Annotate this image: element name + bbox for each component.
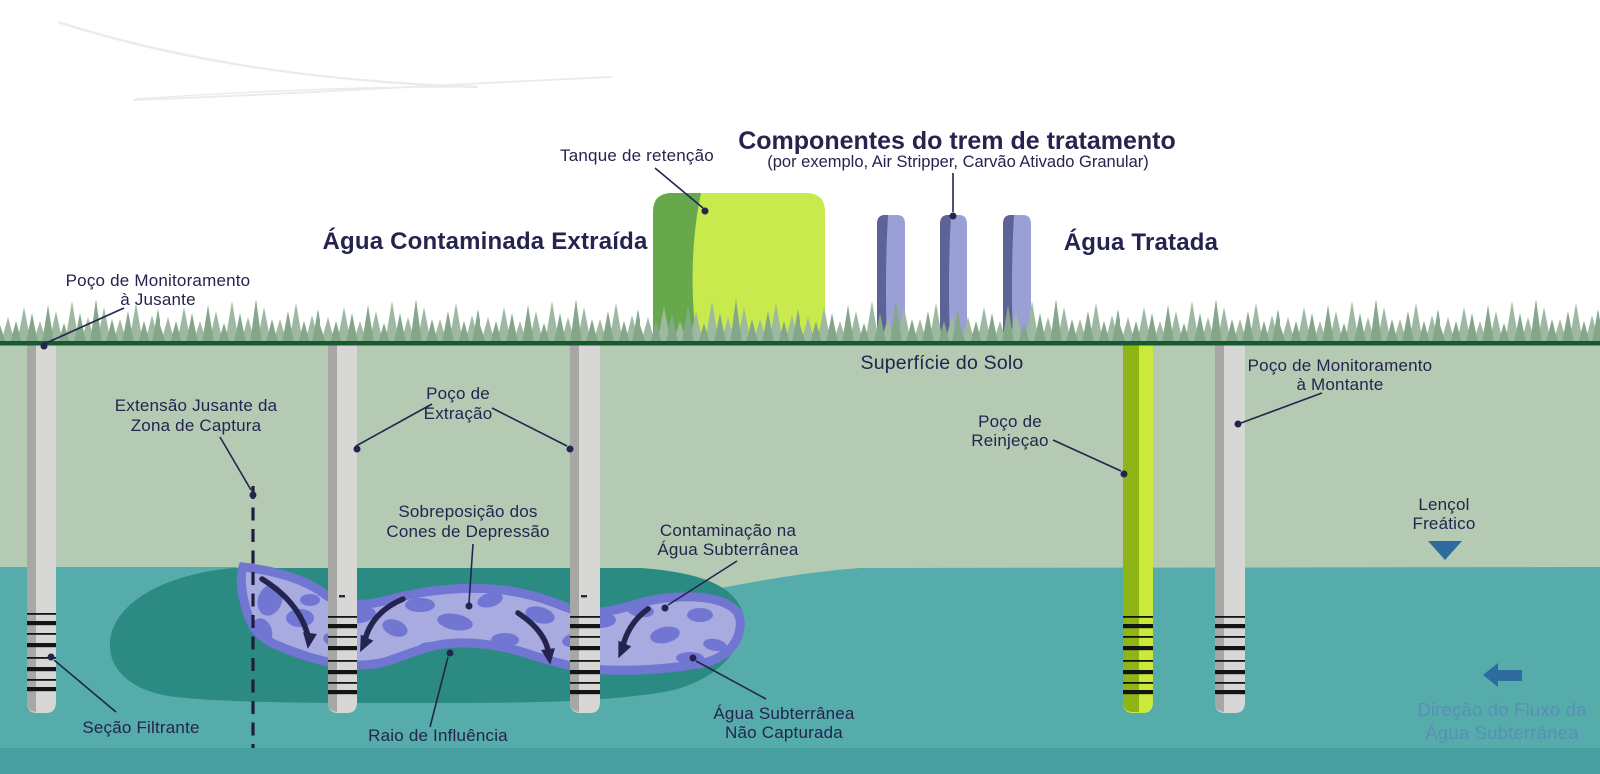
svg-text:Raio de Influência: Raio de Influência [368,726,508,745]
svg-text:à Jusante: à Jusante [120,290,196,309]
extraction-well-2 [570,342,600,713]
label-title: Componentes do trem de tratamento (por e… [738,127,1176,220]
label-reinjection-well: Poço de Reinjeçao [971,412,1128,478]
label-cones-overlap: Sobreposição dos Cones de Depressão [386,502,549,610]
svg-text:Reinjeçao: Reinjeçao [971,431,1048,450]
grass [0,293,1600,343]
svg-text:Não Capturada: Não Capturada [725,723,843,742]
svg-text:Poço de Monitoramento: Poço de Monitoramento [66,271,251,290]
ground-surface-line [0,341,1600,346]
water-level-tick [339,595,345,598]
reinjection-well [1123,342,1153,713]
label-radius-influence: Raio de Influência [368,649,508,745]
groundwater-flow-direction: Direção do Fluxo da Água Subterrânea [1417,663,1587,743]
svg-text:Direção do Fluxo da: Direção do Fluxo da [1417,699,1587,720]
svg-text:Cones de Depressão: Cones de Depressão [386,522,549,541]
label-extraction-well: Poço de Extração [353,384,574,453]
label-screen-section: Seção Filtrante [47,653,199,737]
label-uncaptured-groundwater: Água Subterrânea Não Capturada [689,654,855,742]
svg-text:Água Subterrânea: Água Subterrânea [1425,722,1579,743]
svg-text:Freático: Freático [1412,514,1475,533]
deep-aquifer-band [0,748,1600,774]
extraction-well-1 [328,342,357,713]
label-monitoring-well-downstream: Poço de Monitoramento à Jusante [40,271,251,350]
treatment-train-subtitle: (por exemplo, Air Stripper, Carvão Ativa… [767,153,1149,171]
svg-text:à Montante: à Montante [1296,375,1383,394]
svg-text:Zona de Captura: Zona de Captura [131,416,262,435]
label-monitoring-well-upstream: Poço de Monitoramento à Montante [1234,356,1433,428]
treatment-train-title: Componentes do trem de tratamento [738,127,1176,155]
svg-text:Água Subterrânea: Água Subterrânea [657,540,799,559]
water-level-tick [581,595,587,598]
svg-text:Extensão Jusante da: Extensão Jusante da [115,396,278,415]
label-soil-surface: Superfície do Solo [861,352,1024,374]
svg-text:Água Subterrânea: Água Subterrânea [713,704,855,723]
monitoring-well-upstream [1215,342,1245,713]
flow-arrow-left-icon [1483,663,1522,687]
label-capture-zone-extent: Extensão Jusante da Zona de Captura [115,396,278,499]
svg-text:Tanque de retenção: Tanque de retenção [560,146,714,165]
svg-text:Poço de: Poço de [426,384,490,403]
svg-text:Lençol: Lençol [1418,495,1469,514]
label-contamination: Contaminação na Água Subterrânea [657,521,799,612]
capture-flow-arrows [259,576,651,665]
svg-text:Sobreposição dos: Sobreposição dos [398,502,537,521]
svg-text:Poço de: Poço de [978,412,1042,431]
svg-text:Poço de Monitoramento: Poço de Monitoramento [1248,356,1433,375]
monitoring-well-downstream [27,342,56,713]
label-treated-water: Água Tratada [1064,228,1219,256]
svg-text:Contaminação na: Contaminação na [660,521,797,540]
svg-text:Seção Filtrante: Seção Filtrante [82,718,199,737]
label-water-table: Lençol Freático [1412,495,1475,560]
svg-text:Extração: Extração [424,404,493,423]
water-table-marker-icon [1428,541,1462,560]
sky-swoosh-decoration [57,20,613,101]
label-retention-tank: Tanque de retenção [560,146,714,215]
label-contaminated-water: Água Contaminada Extraída [322,227,648,255]
